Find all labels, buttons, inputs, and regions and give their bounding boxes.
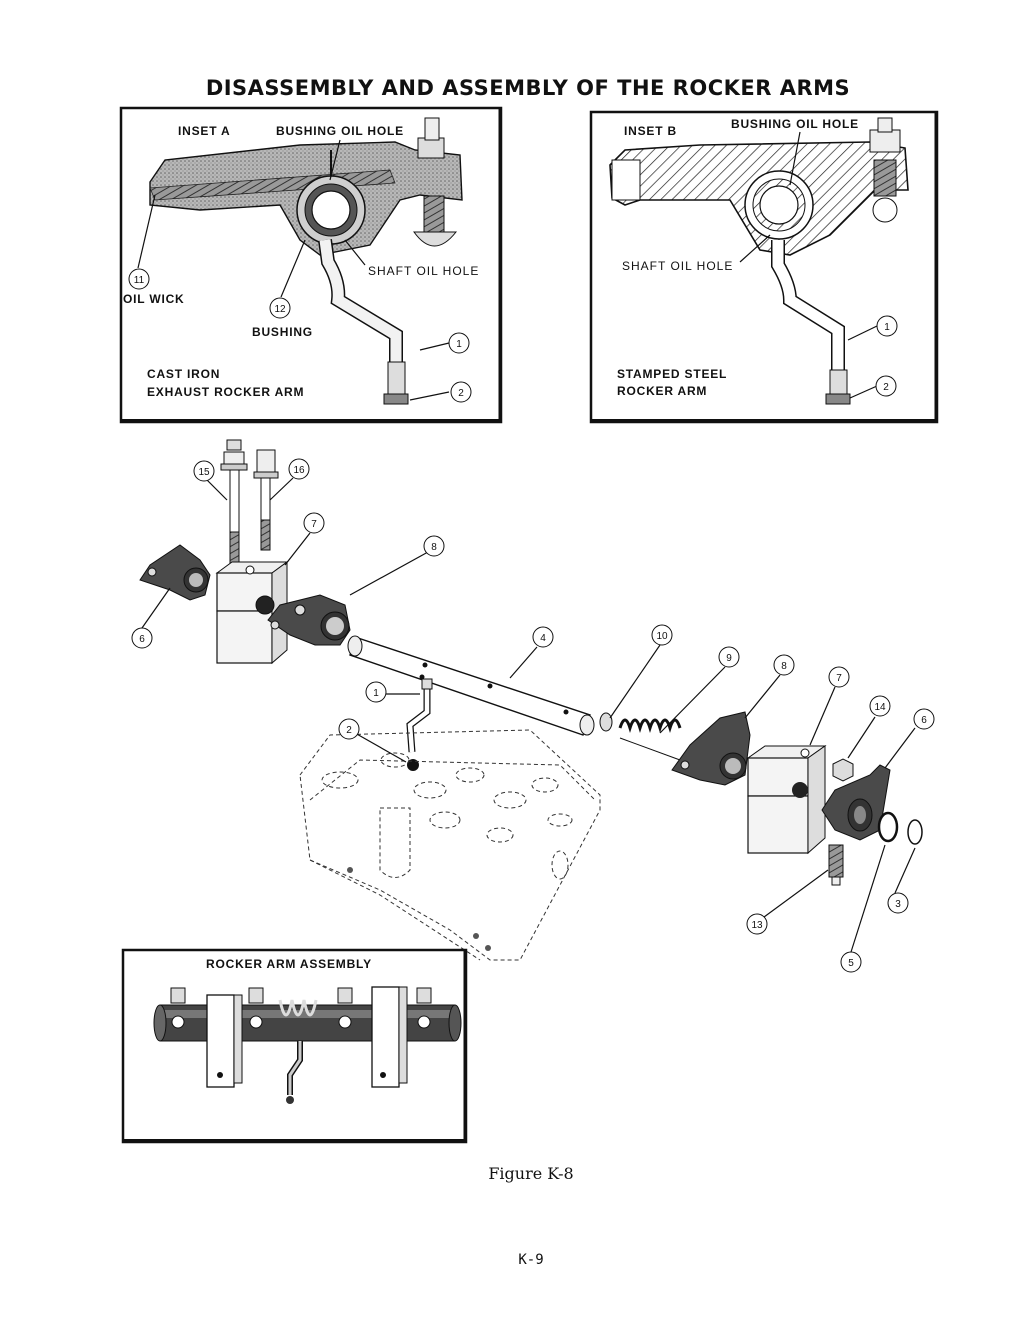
svg-text:1: 1 (456, 339, 462, 350)
svg-text:8: 8 (781, 661, 787, 672)
washer (877, 811, 899, 843)
page-number: K-9 (518, 1252, 543, 1268)
callout-5: 5 (840, 951, 862, 973)
callout-11: 11 (128, 268, 150, 290)
callout-7: 7 (303, 512, 325, 534)
rocker-shaft (347, 635, 595, 736)
svg-text:14: 14 (874, 702, 886, 713)
callout-10: 10 (651, 624, 673, 646)
inset-b-shaft-oil-hole-label: SHAFT OIL HOLE (622, 259, 733, 273)
inset-a-arm-type-line2: EXHAUST ROCKER ARM (147, 385, 304, 399)
callout-1: 1 (876, 315, 898, 337)
svg-text:1: 1 (884, 322, 890, 333)
callout-2: 2 (450, 381, 472, 403)
callout-12: 12 (269, 297, 291, 319)
svg-text:7: 7 (311, 519, 317, 530)
inset-b-arm-type-line1: STAMPED STEEL (617, 367, 727, 381)
svg-text:2: 2 (458, 388, 464, 399)
oil-tube-gasket (407, 759, 419, 771)
bolt-15 (220, 439, 248, 569)
callout-3: 3 (887, 892, 909, 914)
shaft-plug (599, 712, 613, 732)
callout-8: 8 (423, 535, 445, 557)
inset-a-heading: INSET A (178, 124, 231, 138)
svg-text:13: 13 (751, 920, 763, 931)
page-title: DISASSEMBLY AND ASSEMBLY OF THE ROCKER A… (206, 76, 850, 100)
inset-a-panel: INSET A BUSHING OIL HOLE SHAFT OIL HOLE … (119, 106, 503, 424)
cast-iron-rocker-arm (149, 117, 463, 405)
inset-a-oil-wick-label: OIL WICK (123, 292, 185, 306)
svg-text:5: 5 (848, 958, 854, 969)
svg-text:9: 9 (726, 653, 732, 664)
exploded-view: 15 16 7 8 6 4 10 9 (131, 439, 935, 973)
svg-text:1: 1 (373, 688, 379, 699)
svg-text:2: 2 (883, 382, 889, 393)
callout-4: 4 (532, 626, 554, 648)
inset-a-bushing-oil-hole-label: BUSHING OIL HOLE (276, 124, 404, 138)
assembly-inset-heading: ROCKER ARM ASSEMBLY (206, 957, 372, 971)
rocker-arm-8-upper (267, 594, 351, 646)
oil-tube (406, 678, 433, 753)
stamped-steel-rocker-arm (609, 117, 909, 405)
svg-text:8: 8 (431, 542, 437, 553)
svg-text:7: 7 (836, 673, 842, 684)
callout-15: 15 (193, 460, 215, 482)
shaft-spring (618, 718, 682, 761)
callout-1: 1 (365, 681, 387, 703)
svg-text:15: 15 (198, 467, 210, 478)
snap-ring (907, 819, 923, 845)
inset-b-bushing-oil-hole-label: BUSHING OIL HOLE (731, 117, 859, 131)
assembly-inset-panel: ROCKER ARM ASSEMBLY (121, 948, 468, 1144)
callout-16: 16 (288, 458, 310, 480)
inset-a-arm-type-line1: CAST IRON (147, 367, 220, 381)
figure-caption: Figure K-8 (488, 1164, 573, 1183)
callout-2: 2 (875, 375, 897, 397)
svg-text:16: 16 (293, 465, 305, 476)
rocker-arm-right (821, 764, 891, 841)
assembled-rocker-shaft (153, 986, 462, 1104)
inset-b-heading: INSET B (624, 124, 677, 138)
rocker-bracket-right (746, 745, 827, 855)
callout-6: 6 (913, 708, 935, 730)
callout-2: 2 (338, 718, 360, 740)
callout-7: 7 (828, 666, 850, 688)
bolt-16 (253, 449, 279, 551)
lock-nut (832, 758, 854, 782)
cylinder-head (299, 729, 601, 961)
inset-a-shaft-oil-hole-label: SHAFT OIL HOLE (368, 264, 479, 278)
callout-6: 6 (131, 627, 153, 649)
inset-a-bushing-label: BUSHING (252, 325, 313, 339)
inset-b-panel: INSET B BUSHING OIL HOLE SHAFT OIL HOLE … (589, 110, 939, 424)
callout-8: 8 (773, 654, 795, 676)
svg-text:6: 6 (921, 715, 927, 726)
rocker-arm-left (139, 544, 211, 601)
svg-text:6: 6 (139, 634, 145, 645)
callout-13: 13 (746, 913, 768, 935)
svg-text:2: 2 (346, 725, 352, 736)
svg-text:10: 10 (656, 631, 668, 642)
inset-b-arm-type-line2: ROCKER ARM (617, 384, 707, 398)
svg-text:4: 4 (540, 633, 546, 644)
svg-text:12: 12 (274, 304, 286, 315)
svg-text:3: 3 (895, 899, 901, 910)
callout-14: 14 (869, 695, 891, 717)
rocker-arm-8-lower (671, 711, 751, 786)
callout-9: 9 (718, 646, 740, 668)
svg-text:11: 11 (134, 275, 145, 286)
adjusting-screw (828, 844, 844, 886)
callout-1: 1 (448, 332, 470, 354)
